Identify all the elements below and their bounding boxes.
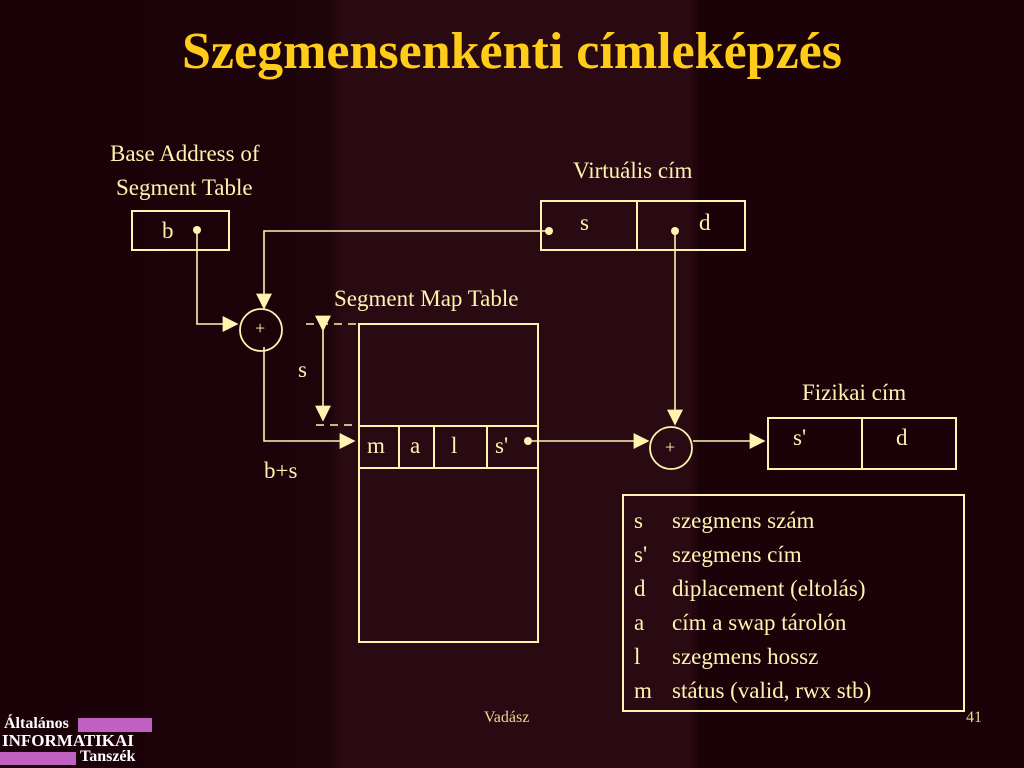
row-m: m bbox=[367, 433, 385, 458]
dot-virtual-s bbox=[545, 227, 553, 235]
row-a: a bbox=[410, 433, 421, 458]
logo-line3: Tanszék bbox=[80, 748, 136, 765]
base-box-value: b bbox=[162, 218, 174, 243]
base-label-line1: Base Address of bbox=[110, 141, 260, 166]
row-divider-2 bbox=[433, 425, 435, 469]
logo-bar-bottom bbox=[0, 752, 76, 765]
slide-title: Szegmensenkénti címleképzés bbox=[181, 23, 842, 80]
department-logo: Általános INFORMATIKAI Tanszék bbox=[0, 713, 156, 768]
adder-2-plus: + bbox=[665, 437, 676, 457]
logo-line1: Általános bbox=[4, 715, 69, 732]
wire-adder-to-table bbox=[263, 347, 356, 449]
virtual-label: Virtuális cím bbox=[573, 158, 693, 183]
logo-line2: INFORMATIKAI bbox=[2, 731, 134, 750]
row-divider-1 bbox=[398, 425, 400, 469]
legend-item: s'szegmens cím bbox=[634, 542, 802, 567]
base-label-line2: Segment Table bbox=[116, 175, 253, 200]
base-box bbox=[131, 210, 230, 251]
segment-map-label: Segment Map Table bbox=[334, 286, 519, 311]
adder-1-plus: + bbox=[255, 318, 266, 338]
sum-label: b+s bbox=[264, 458, 298, 483]
adder-circle-2 bbox=[649, 426, 693, 470]
physical-label: Fizikai cím bbox=[802, 380, 907, 405]
virtual-d: d bbox=[699, 210, 711, 235]
virtual-box bbox=[540, 200, 746, 251]
row-l: l bbox=[451, 433, 458, 458]
wire-base-to-adder bbox=[196, 230, 239, 332]
footer-author: Vadász bbox=[484, 709, 530, 726]
wire-s-to-adder bbox=[256, 230, 549, 310]
dot-base bbox=[193, 226, 201, 234]
virtual-s: s bbox=[580, 210, 589, 235]
page-number: 41 bbox=[966, 709, 982, 726]
physical-divider bbox=[861, 417, 863, 470]
logo-bar-top bbox=[78, 718, 152, 732]
physical-d: d bbox=[896, 425, 908, 450]
dot-sprime bbox=[524, 437, 532, 445]
segment-table-row bbox=[358, 425, 539, 469]
physical-s-prime: s' bbox=[793, 425, 807, 450]
dot-virtual-d bbox=[671, 227, 679, 235]
virtual-divider bbox=[636, 200, 638, 251]
row-divider-3 bbox=[486, 425, 488, 469]
segment-map-table bbox=[358, 323, 539, 643]
adder-circle-1 bbox=[239, 308, 283, 352]
row-s-prime: s' bbox=[495, 433, 509, 458]
offset-s-label: s bbox=[298, 357, 307, 382]
